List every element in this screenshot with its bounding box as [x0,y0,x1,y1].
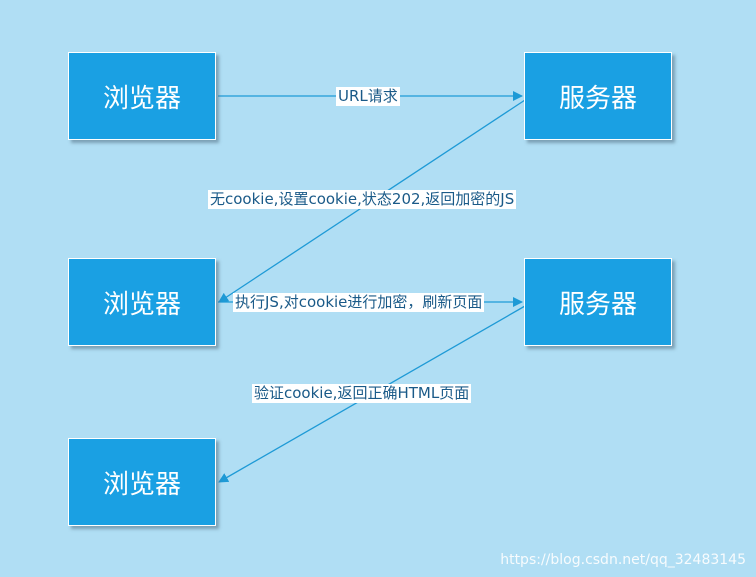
browser-node-1: 浏览器 [68,52,216,140]
edge-label-execute-js: 执行JS,对cookie进行加密，刷新页面 [233,293,485,312]
watermark-text: https://blog.csdn.net/qq_32483145 [500,552,746,568]
browser-node-3: 浏览器 [68,438,216,526]
edge-label-verify-cookie: 验证cookie,返回正确HTML页面 [252,384,472,403]
server-node-2: 服务器 [524,258,672,346]
edge-label-no-cookie-response: 无cookie,设置cookie,状态202,返回加密的JS [208,190,517,209]
browser-node-2: 浏览器 [68,258,216,346]
server-node-1: 服务器 [524,52,672,140]
edge-label-url-request: URL请求 [336,87,400,106]
